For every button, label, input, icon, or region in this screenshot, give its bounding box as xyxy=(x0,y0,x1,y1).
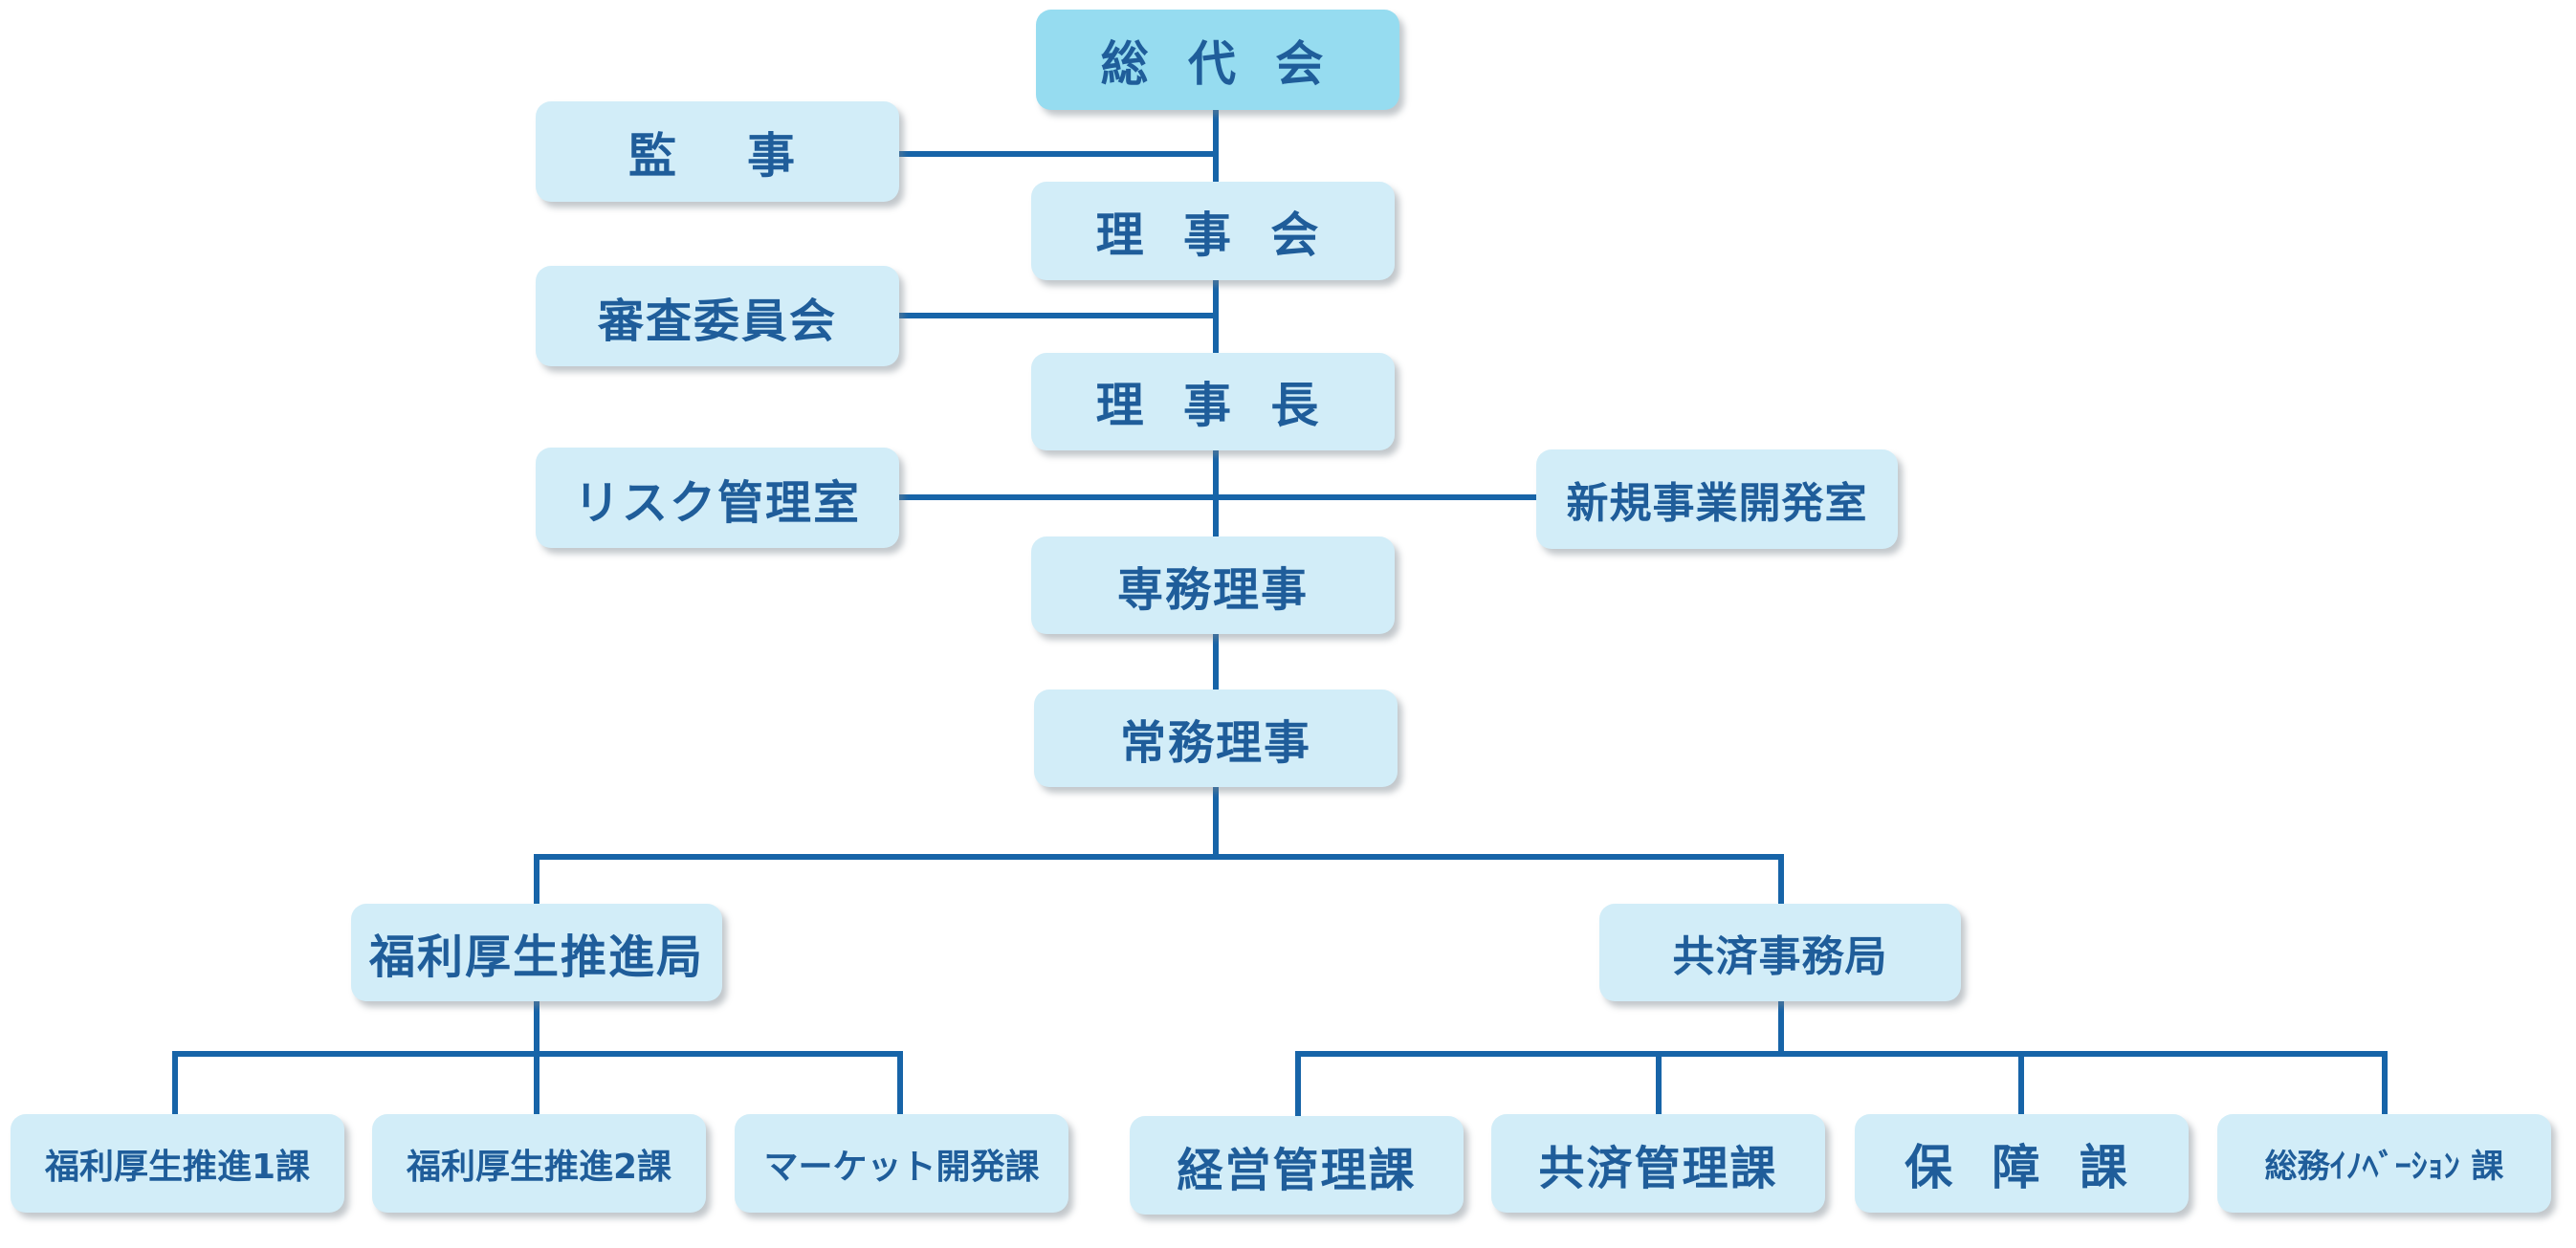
guarantee-section-box: 保 障 課 xyxy=(1855,1114,2189,1213)
connector-line xyxy=(534,1001,539,1054)
connector-line xyxy=(534,854,1784,860)
connector-line xyxy=(899,151,1219,157)
connector-line xyxy=(2382,1051,2388,1114)
chairman-box: 理 事 長 xyxy=(1031,353,1395,450)
market-dev-section-box: マーケット開発課 xyxy=(735,1114,1068,1213)
connector-line xyxy=(1213,634,1219,690)
mutual-aid-mgmt-section-box: 共済管理課 xyxy=(1491,1114,1825,1213)
connector-line xyxy=(1295,1051,2388,1057)
mutual-aid-bureau-box: 共済事務局 xyxy=(1599,904,1961,1001)
connector-line xyxy=(897,1051,903,1114)
connector-line xyxy=(534,854,539,904)
new-business-office-box: 新規事業開発室 xyxy=(1536,449,1898,549)
managing-director-box: 常務理事 xyxy=(1034,690,1398,787)
connector-line xyxy=(1295,1051,1301,1116)
connector-line xyxy=(899,494,1538,500)
welfare-bureau-box: 福利厚生推進局 xyxy=(351,904,722,1001)
connector-line xyxy=(1213,450,1219,536)
connector-line xyxy=(1213,787,1219,860)
connector-line xyxy=(1778,1001,1784,1054)
connector-line xyxy=(1778,854,1784,904)
general-innovation-section-box: 総務ｲﾉﾍﾞｰｼｮﾝ 課 xyxy=(2217,1114,2551,1213)
connector-line xyxy=(2018,1051,2024,1114)
connector-line xyxy=(172,1051,178,1114)
welfare-section-2-box: 福利厚生推進2課 xyxy=(372,1114,706,1213)
review-committee-box: 審査委員会 xyxy=(536,266,899,366)
board-box: 理 事 会 xyxy=(1031,182,1395,280)
general-assembly-box: 総 代 会 xyxy=(1036,10,1399,110)
management-section-box: 経営管理課 xyxy=(1130,1116,1464,1215)
connector-line xyxy=(1213,107,1219,182)
auditor-box: 監 事 xyxy=(536,101,899,202)
welfare-section-1-box: 福利厚生推進1課 xyxy=(11,1114,344,1213)
senior-managing-director-box: 専務理事 xyxy=(1031,536,1395,634)
connector-line xyxy=(534,1051,539,1114)
risk-office-box: リスク管理室 xyxy=(536,448,899,548)
connector-line xyxy=(1656,1051,1662,1114)
connector-line xyxy=(899,313,1219,318)
